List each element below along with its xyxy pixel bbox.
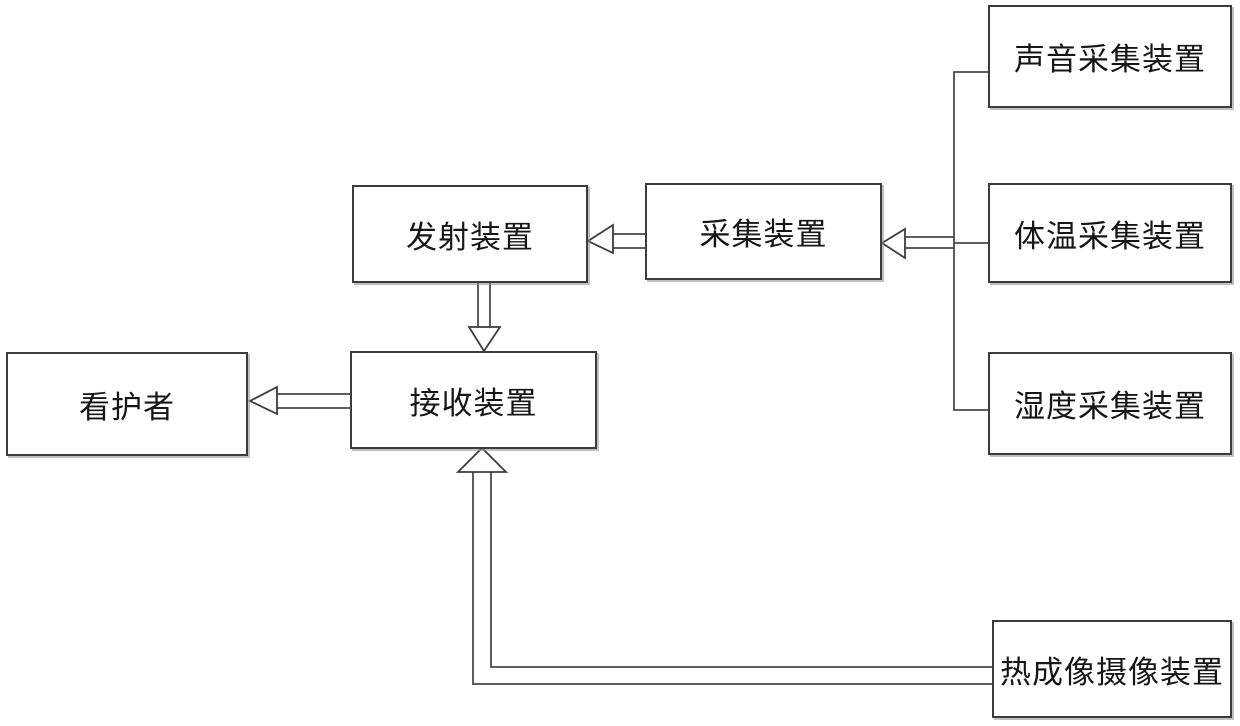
- arrowhead-left-icon: [880, 227, 906, 260]
- node-label: 采集装置: [699, 217, 828, 252]
- arrowhead-down-icon: [467, 326, 502, 353]
- sensor-bus-line: [953, 71, 988, 411]
- arrow-thermal-to-receiver: [455, 446, 992, 685]
- node-receiving-device: 接收装置: [350, 351, 597, 449]
- arrowhead-up-icon: [455, 446, 509, 473]
- node-collection-device: 采集装置: [645, 183, 882, 280]
- node-label: 湿度采集装置: [1014, 389, 1206, 424]
- node-transmitting-device: 发射装置: [352, 185, 588, 283]
- node-label: 声音采集装置: [1014, 42, 1206, 77]
- node-body-temperature-collection-device: 体温采集装置: [988, 183, 1232, 283]
- node-label: 发射装置: [406, 219, 534, 255]
- node-thermal-imaging-camera-device: 热成像摄像装置: [992, 620, 1232, 718]
- arrow-collector-to-transmitter: [586, 223, 645, 255]
- arrowhead-left-icon: [586, 223, 614, 255]
- arrowhead-left-icon: [247, 385, 278, 416]
- node-caregiver: 看护者: [6, 352, 248, 456]
- node-label: 接收装置: [409, 385, 538, 421]
- node-humidity-collection-device: 湿度采集装置: [988, 352, 1232, 455]
- arrow-sensors-to-collector: [880, 227, 954, 260]
- node-label: 体温采集装置: [1014, 218, 1206, 254]
- node-label: 看护者: [79, 389, 175, 425]
- arrow-receiver-to-caregiver: [247, 385, 350, 416]
- node-sound-collection-device: 声音采集装置: [988, 5, 1232, 108]
- arrow-transmitter-to-receiver: [467, 283, 502, 353]
- node-label: 热成像摄像装置: [1000, 654, 1224, 690]
